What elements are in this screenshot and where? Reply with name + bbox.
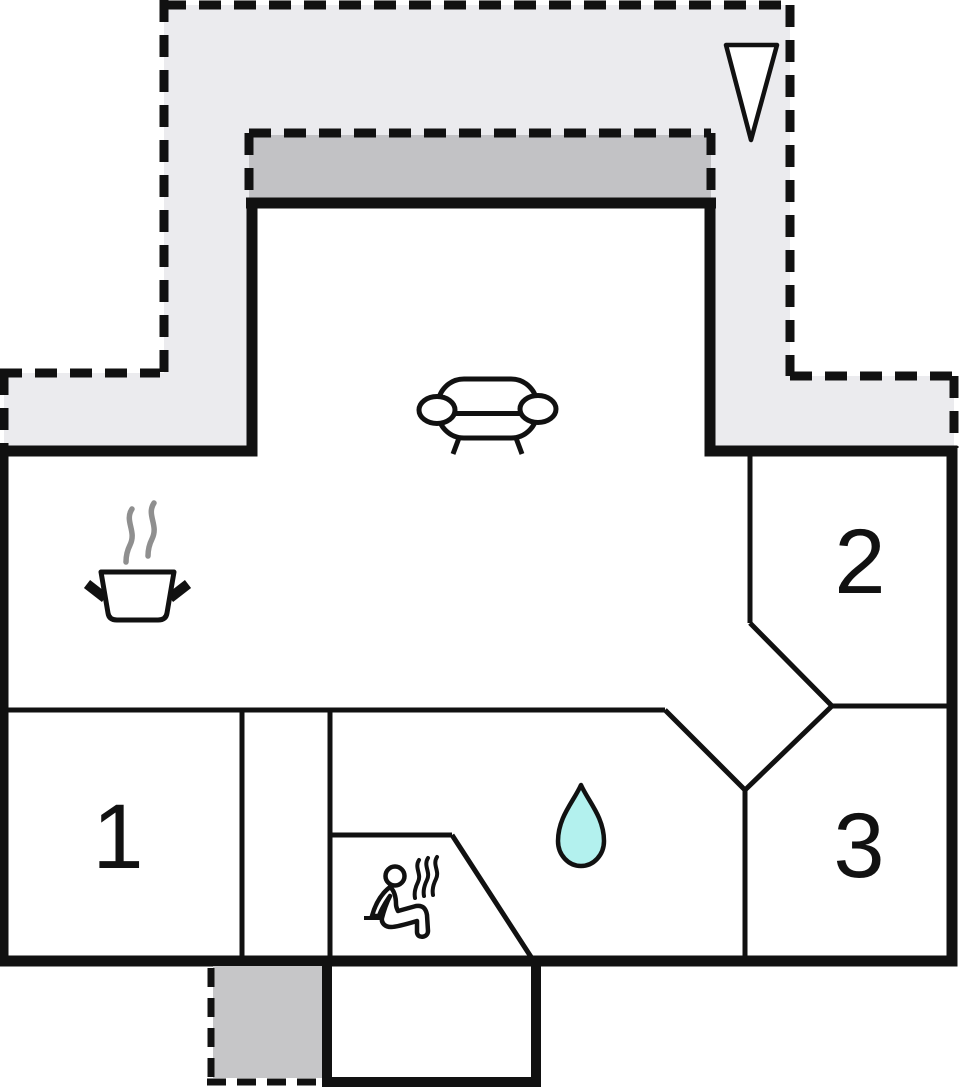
north-arrow-icon (723, 42, 780, 143)
covered-terrace-dashed-outline (244, 128, 716, 199)
sauna-person-head (383, 864, 407, 888)
porch-walls (322, 956, 541, 1087)
bedroom-2-label: 2 (834, 511, 885, 613)
terrace-area (4, 5, 954, 448)
pot-body (98, 569, 177, 623)
steam-wave-left (123, 506, 135, 565)
interior-walls (0, 451, 952, 962)
sauna-steam-icon (412, 855, 440, 900)
pot-handle-left (83, 580, 109, 602)
entrance-area (213, 966, 323, 1078)
sauna-icon (364, 855, 440, 939)
covered-terrace-outline-path (244, 128, 716, 199)
pot-handle-right (166, 580, 192, 602)
bedroom-3-label: 3 (833, 795, 884, 897)
sauna-steam-1 (412, 858, 422, 900)
terrace-outline-path (0, 0, 959, 448)
entrance-dashed-outline (207, 968, 327, 1086)
sofa-armrest-left (416, 394, 458, 426)
sauna-person-body (369, 884, 431, 939)
north-arrow-triangle (723, 42, 780, 143)
sauna-steam-3 (430, 855, 440, 897)
cooking-pot-icon (83, 500, 192, 623)
porch-wall-path (322, 956, 541, 1087)
water-drop-shape (555, 782, 607, 869)
interior-wall-path (0, 451, 952, 962)
sauna-steam-2 (421, 856, 431, 898)
covered-terrace-area (249, 135, 711, 203)
steam-icon (123, 500, 157, 565)
water-drop-icon (555, 782, 607, 869)
room-labels: 1 2 3 (92, 511, 885, 897)
bedroom-1-label: 1 (92, 786, 143, 888)
terrace-dashed-outline (0, 0, 959, 448)
sofa-leg-right (513, 437, 525, 455)
entrance (207, 966, 327, 1086)
sofa-icon (416, 376, 559, 455)
sofa-armrest-right (517, 393, 559, 425)
sofa-leg-left (450, 437, 462, 455)
steam-wave-right (145, 500, 157, 559)
terrace-areas (4, 5, 954, 448)
